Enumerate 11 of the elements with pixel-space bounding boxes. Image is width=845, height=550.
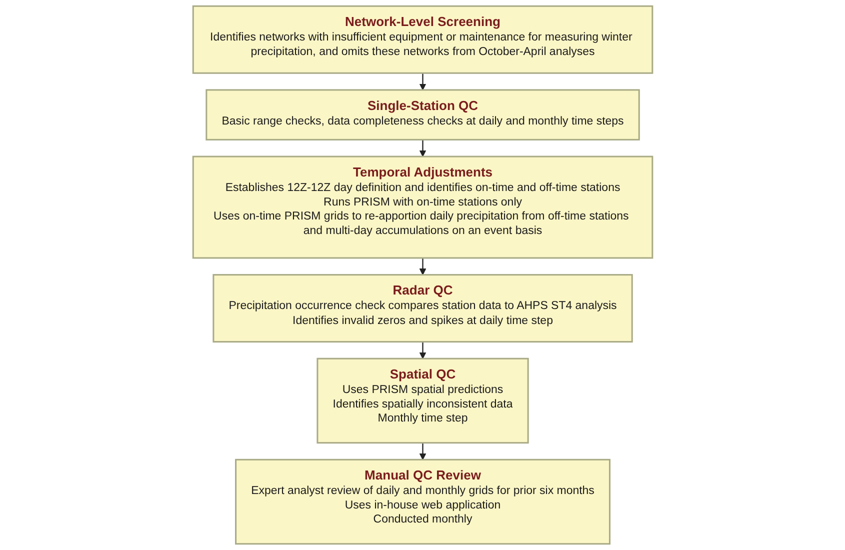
- node-box: Radar QC Precipitation occurrence check compares station data to AHPS ST4 analysis Identifies invalid zeros and spikes at daily time step: [212, 274, 633, 343]
- arrow: [419, 342, 426, 359]
- node-box: Single-Station QC Basic range checks, data completeness checks at daily and monthly time steps: [205, 89, 640, 140]
- arrow: [419, 73, 426, 90]
- arrow: [419, 140, 426, 157]
- node-box: Network-Level Screening Identifies networks with insufficient equipment or maintenance for measuring winter precipitation, and omits these networks from October-April analyses: [192, 5, 653, 74]
- node-box: Manual QC Review Expert analyst review of daily and monthly grids for prior six months Uses in-house web application Conducted monthly: [234, 458, 610, 545]
- arrow: [419, 442, 426, 460]
- node-box: Temporal Adjustments Establishes 12Z-12Z day definition and identifies on-time and off-time stations Runs PRISM with on-time stations only Uses on-time PRISM grids to re-apportion daily precipitation from off-time stations and multi-day accumulations on an event basis: [192, 156, 653, 259]
- node-box: Spatial QC Uses PRISM spatial predictions Identifies spatially inconsistent data Monthly time step: [316, 358, 529, 444]
- arrow: [419, 258, 426, 276]
